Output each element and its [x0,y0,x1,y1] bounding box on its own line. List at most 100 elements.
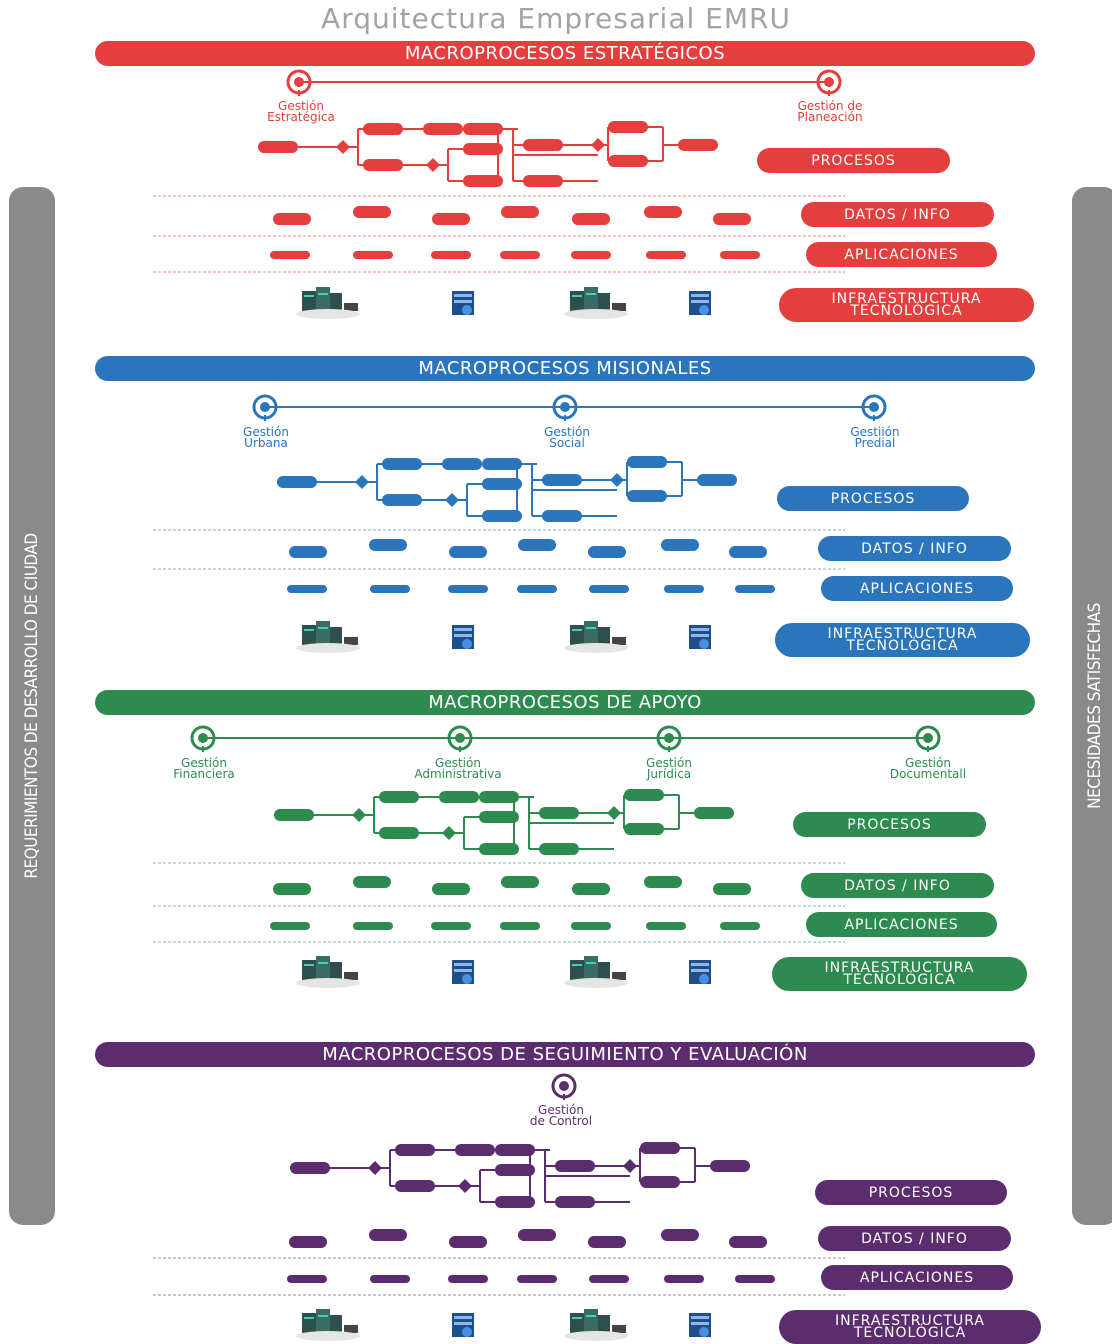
process-pill [500,922,540,930]
server-light [691,628,709,631]
process-pill [448,1275,488,1283]
process-pill [713,883,751,895]
process-pill [482,510,522,522]
location-pin-icon [286,69,312,95]
monitor-icon [612,637,626,645]
node-label-line2: Social [549,436,585,450]
process-pill [555,1160,595,1172]
process-pill [274,809,314,821]
process-pill [482,458,522,470]
server-light [454,628,472,631]
location-pin-icon [656,725,682,751]
process-pill [627,490,667,502]
node-label-line1: Gestión [538,1103,584,1117]
server-light [586,293,596,295]
layer-procesos: PROCESOS [793,812,986,837]
location-pin-icon [447,725,473,751]
server-icon [316,956,330,980]
process-pill [661,539,699,551]
server-light [304,295,314,297]
process-pill [646,922,686,930]
node-label-line1: Gestión [435,756,481,770]
monitor-icon [344,303,358,311]
process-pill [353,876,391,888]
process-pill [423,123,463,135]
process-pill [432,213,470,225]
security-server-icon [452,625,474,649]
process-pill [518,1229,556,1241]
node-label-line2: Planeación [797,110,863,124]
server-light [586,962,596,964]
process-pill [661,1229,699,1241]
infra-line2: TECNOLÓGICA [853,1325,967,1341]
process-pill [729,546,767,558]
node-label-line1: Gestión [278,99,324,113]
server-icon [330,1315,342,1333]
process-pill [482,478,522,490]
server-light [586,627,596,629]
shadow [296,1331,360,1341]
process-pill [644,876,682,888]
location-pin-dot [869,402,879,412]
banner-estrategicos: MACROPROCESOS ESTRATÉGICOS [95,41,1035,66]
server-light [691,1316,709,1319]
junction-diamond [623,1159,637,1173]
monitor-icon [344,637,358,645]
server-icon [302,291,316,311]
process-pill [431,922,471,930]
process-pill [463,143,503,155]
location-pin-icon [816,69,842,95]
process-pill [353,922,393,930]
node-label-line1: Gestión [646,756,692,770]
server-icon [330,627,342,645]
process-pill [353,206,391,218]
process-pill [449,1236,487,1248]
server-light [691,969,709,972]
node-label-line1: Gestión [544,425,590,439]
server-icon [330,293,342,311]
server-light [318,1315,328,1317]
process-pill [720,251,760,259]
server-light [454,300,472,303]
process-pill [395,1180,435,1192]
process-pill [432,883,470,895]
banner-misionales: MACROPROCESOS MISIONALES [95,356,1035,381]
process-pill [439,791,479,803]
process-pill [624,789,664,801]
process-pill [495,1164,535,1176]
lock-icon [699,974,709,984]
security-server-icon [452,1313,474,1337]
junction-diamond [426,158,440,172]
junction-diamond [336,140,350,154]
process-pill [735,585,775,593]
node-label-line1: Gestiión [850,425,900,439]
security-server-icon [452,291,474,315]
process-pill [720,922,760,930]
location-pin-dot [260,402,270,412]
process-pill [363,123,403,135]
lock-icon [699,305,709,315]
server-light [691,1322,709,1325]
infra-line2: TECNOLÓGICA [846,638,959,654]
process-pill [463,175,503,187]
process-pill [523,139,563,151]
process-pill [640,1176,680,1188]
server-light [691,300,709,303]
location-pin-dot [559,1081,569,1091]
lock-icon [699,1327,709,1337]
process-pill [273,883,311,895]
process-pill [277,476,317,488]
process-pill [588,546,626,558]
server-icon [570,291,584,311]
process-pill [542,510,582,522]
process-pill [258,141,298,153]
lock-icon [462,974,472,984]
lock-icon [462,639,472,649]
process-pill [640,1142,680,1154]
process-pill [539,843,579,855]
infra-line1: INFRAESTRUCTURA [824,960,975,976]
server-light [454,963,472,966]
process-pill [500,251,540,259]
